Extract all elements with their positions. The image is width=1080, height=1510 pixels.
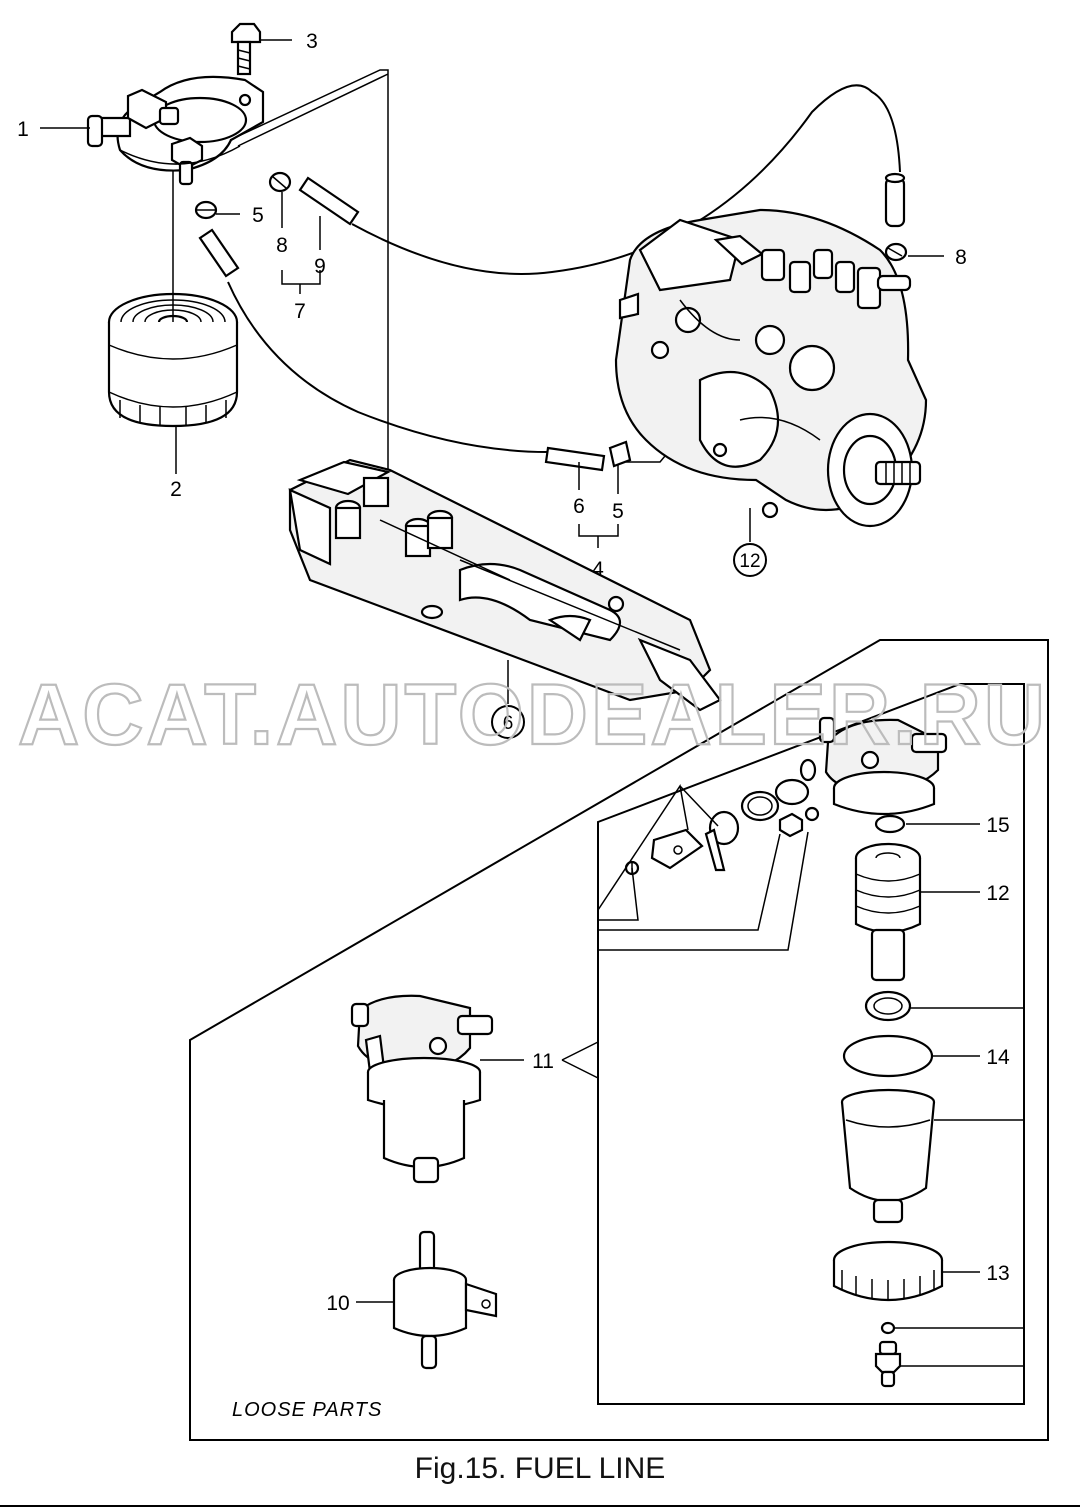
part-drain-plug bbox=[874, 1340, 902, 1388]
part-ring-seal bbox=[864, 990, 912, 1022]
loose-parts-label: LOOSE PARTS bbox=[232, 1399, 382, 1421]
part-hose-9 bbox=[298, 176, 360, 226]
part-cock-lever bbox=[704, 810, 740, 872]
callout-5a: 5 bbox=[252, 204, 264, 227]
part-retaining-ring-13 bbox=[832, 1240, 944, 1301]
part-separator-head bbox=[818, 716, 948, 816]
part-hose-6-lower bbox=[544, 446, 606, 472]
watermark: ACAT.AUTODEALER.RU bbox=[18, 667, 1048, 763]
callout-8b: 8 bbox=[955, 246, 967, 269]
part-injection-pump bbox=[614, 208, 928, 528]
callout-13: 13 bbox=[986, 1262, 1009, 1285]
part-plug-bolt bbox=[778, 812, 804, 838]
exploded-view-border bbox=[597, 683, 1025, 1405]
part-clip-8-upper bbox=[268, 171, 292, 193]
part-fuel-pump bbox=[392, 1230, 498, 1370]
part-clip-8-right bbox=[884, 242, 908, 262]
figure-caption: Fig.15. FUEL LINE bbox=[414, 1452, 666, 1485]
callout-15: 15 bbox=[986, 814, 1009, 837]
callout-12a-circle bbox=[733, 543, 767, 577]
part-o-ring-b bbox=[774, 778, 810, 806]
callout-2: 2 bbox=[170, 478, 182, 501]
part-manifold bbox=[288, 458, 722, 712]
part-clip-5-upper bbox=[194, 200, 218, 220]
leaders-small-parts bbox=[597, 784, 809, 951]
part-bolt bbox=[230, 22, 262, 76]
part-o-ring-d bbox=[804, 806, 820, 822]
callout-11: 11 bbox=[532, 1050, 554, 1073]
part-plate bbox=[650, 828, 704, 870]
callout-6circ-circle bbox=[491, 705, 525, 739]
callout-7: 7 bbox=[294, 300, 306, 323]
part-filter-head bbox=[86, 75, 265, 186]
upper-frame-lines bbox=[229, 69, 389, 490]
part-hose-upper-left bbox=[198, 228, 240, 278]
leader-11-bracket bbox=[561, 1041, 599, 1079]
part-o-ring-c bbox=[799, 758, 817, 782]
part-filter-element bbox=[854, 842, 922, 982]
callout-4: 4 bbox=[592, 558, 604, 581]
part-o-ring-15 bbox=[874, 814, 906, 834]
callout-8a: 8 bbox=[276, 234, 288, 257]
callout-1: 1 bbox=[17, 118, 29, 141]
callout-6: 6 bbox=[573, 495, 585, 518]
loose-parts-border bbox=[189, 639, 1049, 1441]
part-clip-5-lower bbox=[608, 440, 632, 468]
callout-6circ: 6 bbox=[503, 713, 514, 734]
leader-7-bracket bbox=[281, 270, 321, 294]
callout-12a: 12 bbox=[739, 551, 760, 572]
leader-4-bracket bbox=[578, 524, 619, 548]
part-hose-right bbox=[884, 172, 906, 228]
fuel-line-feed bbox=[227, 281, 549, 453]
callout-14: 14 bbox=[986, 1046, 1010, 1069]
part-fuel-filter-assembly bbox=[350, 994, 494, 1184]
part-o-ring-14 bbox=[842, 1034, 934, 1078]
part-small-o-ring bbox=[880, 1321, 896, 1335]
part-bowl bbox=[840, 1088, 936, 1224]
fuel-line-return bbox=[351, 84, 901, 275]
callout-9: 9 bbox=[314, 255, 326, 278]
callout-5b: 5 bbox=[612, 500, 624, 523]
callout-12b: 12 bbox=[986, 882, 1009, 905]
callout-10: 10 bbox=[326, 1292, 349, 1315]
callout-3: 3 bbox=[306, 30, 318, 53]
part-o-ring-a bbox=[740, 790, 780, 822]
